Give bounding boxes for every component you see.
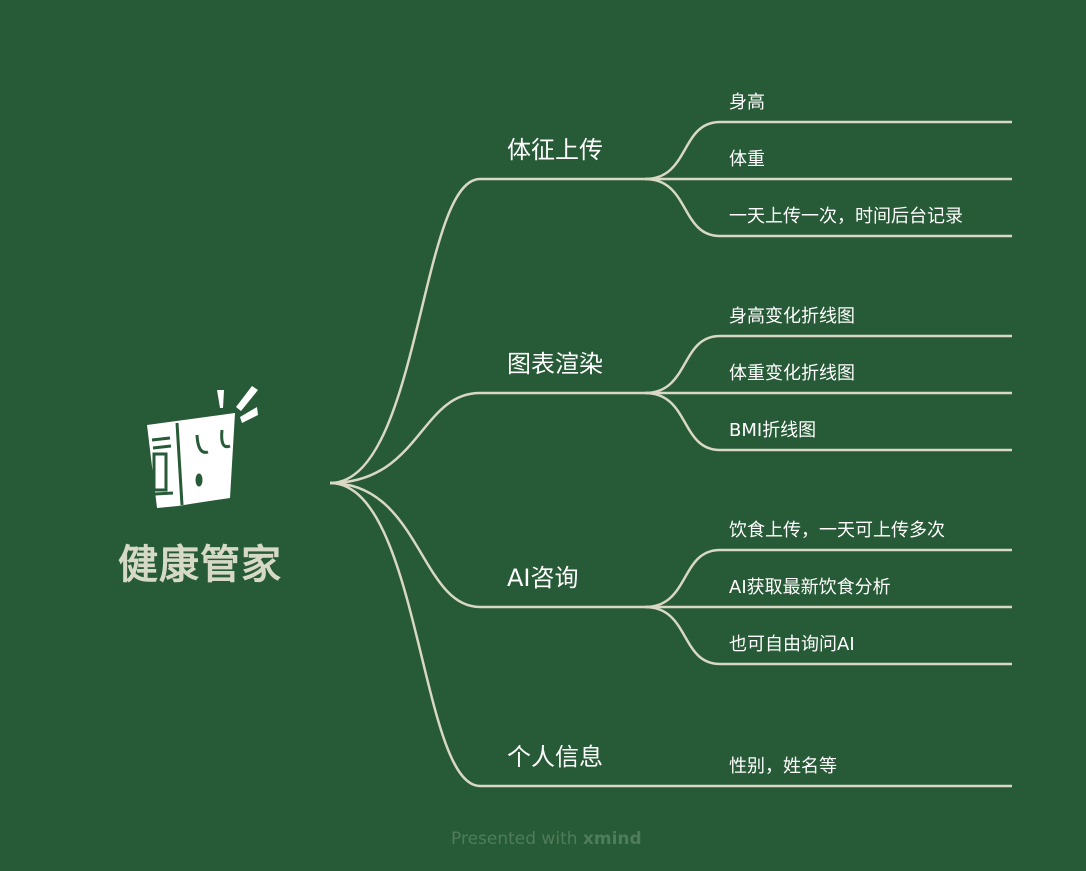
leaf-weight[interactable]: 体重	[729, 149, 765, 170]
leaf-ask-ai[interactable]: 也可自由询问AI	[729, 634, 855, 655]
xmind-brand: xmind	[582, 829, 642, 849]
leaf-height-chart[interactable]: 身高变化折线图	[729, 306, 855, 327]
book-icon	[147, 386, 258, 508]
branch-ai-consult[interactable]: AI咨询	[507, 564, 579, 592]
branch-chart-render[interactable]: 图表渲染	[507, 350, 603, 378]
leaf-ai-diet-analysis[interactable]: AI获取最新饮食分析	[729, 577, 891, 598]
leaf-diet-upload[interactable]: 饮食上传，一天可上传多次	[729, 520, 945, 541]
leaf-upload-once[interactable]: 一天上传一次，时间后台记录	[729, 206, 963, 227]
footer-prefix: Presented with	[451, 829, 583, 849]
leaf-weight-chart[interactable]: 体重变化折线图	[729, 363, 855, 384]
root-topic-title[interactable]: 健康管家	[118, 542, 282, 588]
leaf-gender-name[interactable]: 性别，姓名等	[729, 756, 837, 777]
branch-personal-info[interactable]: 个人信息	[507, 743, 603, 771]
leaf-bmi-chart[interactable]: BMI折线图	[729, 420, 817, 441]
branch-vitals-upload[interactable]: 体征上传	[507, 136, 603, 164]
footer-credit: Presented with xmind	[451, 829, 642, 849]
leaf-height[interactable]: 身高	[729, 92, 765, 113]
